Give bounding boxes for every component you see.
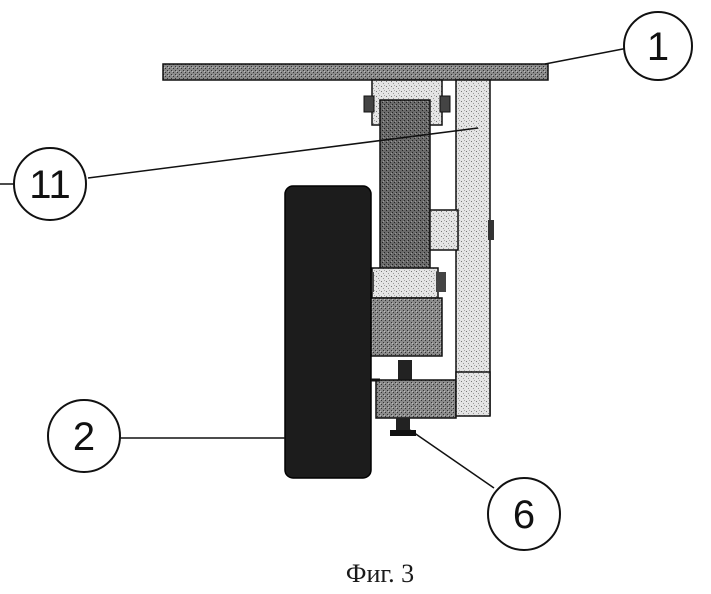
lower-housing xyxy=(370,298,442,356)
bottom-bar xyxy=(376,380,456,418)
wheel xyxy=(285,186,371,478)
leader-line-6 xyxy=(410,430,494,488)
leader-line-1 xyxy=(545,48,628,64)
callout-1: 1 xyxy=(624,12,692,80)
callout-1-label: 1 xyxy=(647,25,669,69)
figure-caption: Фиг. 3 xyxy=(346,559,414,588)
bottom-bar-right-link xyxy=(456,372,490,416)
top-bracket-left-tab xyxy=(364,96,374,112)
callout-2: 2 xyxy=(48,400,120,472)
callout-2-label: 2 xyxy=(73,415,95,459)
lower-housing-right-tab xyxy=(436,272,446,292)
central-shaft xyxy=(380,100,430,275)
callout-11-label: 11 xyxy=(29,163,71,207)
middle-connector xyxy=(430,210,458,250)
callout-6-label: 6 xyxy=(513,493,535,537)
top-bracket-right-tab xyxy=(440,96,450,112)
lower-housing-collar xyxy=(372,268,438,298)
small-block xyxy=(398,360,412,380)
middle-connector-pin xyxy=(488,220,494,240)
callout-11: 11 xyxy=(14,148,86,220)
callout-6: 6 xyxy=(488,478,560,550)
top-plate xyxy=(163,64,548,80)
